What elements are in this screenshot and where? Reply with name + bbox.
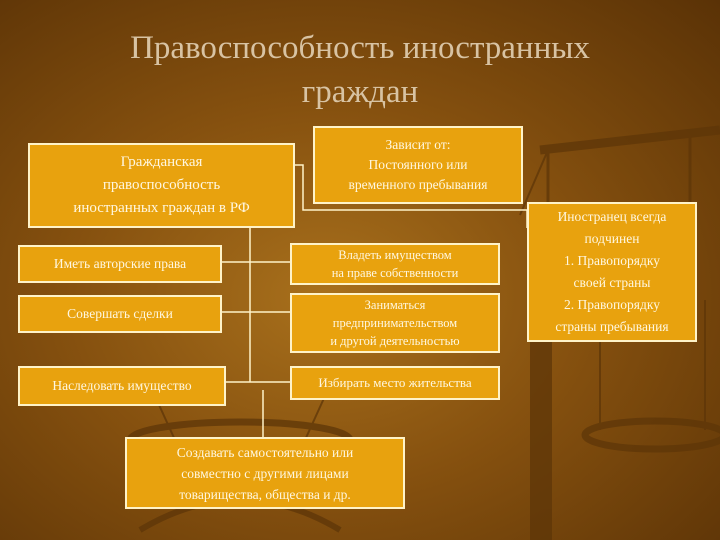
node-business: Заниматься предпринимательством и другой…	[290, 293, 500, 353]
node-depends: Зависит от: Постоянного или временного п…	[313, 126, 523, 204]
node-main: Гражданская правоспособность иностранных…	[28, 143, 295, 228]
node-property: Владеть имуществом на праве собственност…	[290, 243, 500, 285]
title-line-1: Правоспособность иностранных	[130, 30, 590, 66]
page-title: Правоспособность иностранных граждан	[40, 26, 680, 114]
node-inherit: Наследовать имущество	[18, 366, 226, 406]
node-deals: Совершать сделки	[18, 295, 222, 333]
node-partnership: Создавать самостоятельно или совместно с…	[125, 437, 405, 509]
title-line-2: граждан	[301, 74, 419, 110]
node-copyright: Иметь авторские права	[18, 245, 222, 283]
node-always: Иностранец всегда подчинен 1. Правопоряд…	[527, 202, 697, 342]
node-residence: Избирать место жительства	[290, 366, 500, 400]
